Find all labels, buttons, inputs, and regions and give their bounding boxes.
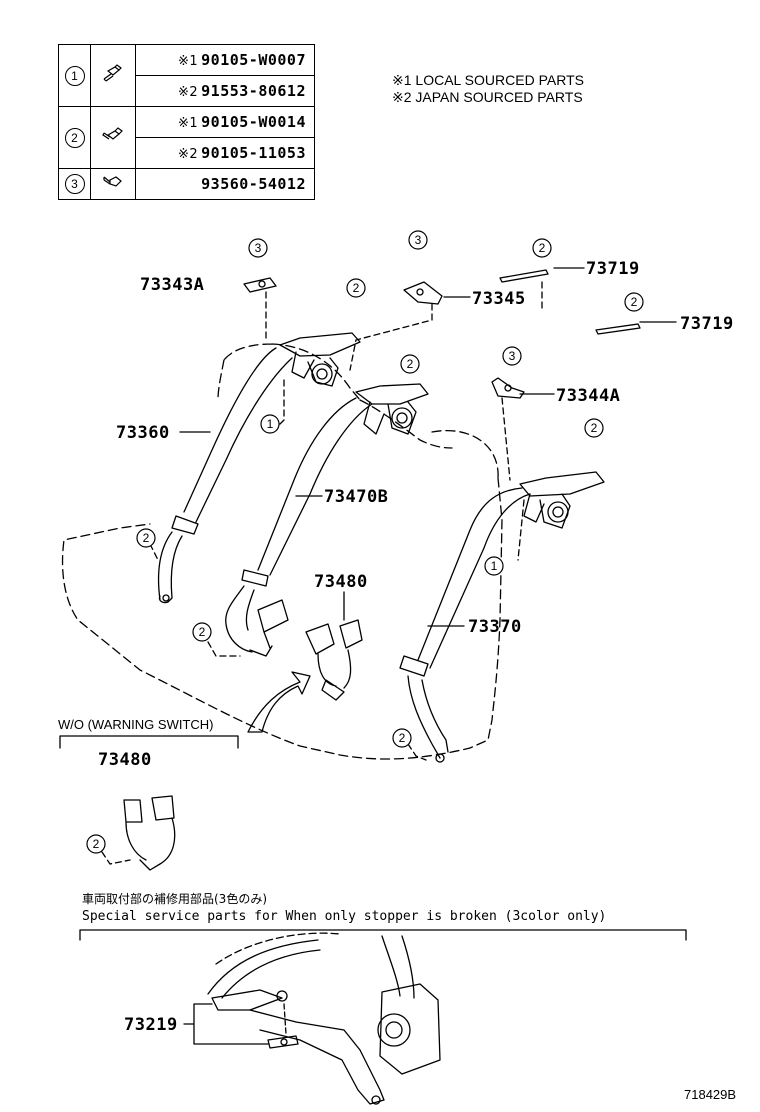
callout-2 (86, 834, 106, 854)
figure-id: 718429B (684, 1087, 737, 1102)
table-row: 3 93560-54012 (58, 168, 315, 200)
ref-1-badge: 1 (64, 65, 85, 86)
detail-belt (207, 939, 321, 999)
callout-label: 1 (491, 559, 498, 573)
wo-warning-switch-label: W/O (WARNING SWITCH) (58, 717, 214, 732)
callout-2 (624, 292, 644, 312)
callout-2 (136, 528, 156, 548)
note-local: ※1 LOCAL SOURCED PARTS (392, 72, 584, 88)
callout-label: 2 (591, 421, 598, 435)
callout-label: 2 (353, 281, 360, 295)
screw-icon (103, 175, 122, 187)
callout-2 (392, 728, 412, 748)
bracket-73344A (491, 377, 525, 399)
callout-3 (408, 230, 428, 250)
label-73360: 73360 (116, 423, 170, 443)
callout-2 (532, 238, 552, 258)
callout-label: 2 (93, 837, 100, 851)
plate-73719-a (499, 269, 549, 283)
bolt-icon (103, 64, 122, 82)
callout-1 (260, 414, 280, 434)
seat-outline (61, 343, 503, 760)
callout-1 (484, 556, 504, 576)
belt-73360 (183, 347, 293, 523)
label-73219: 73219 (124, 1015, 178, 1035)
label-73370: 73370 (468, 617, 522, 637)
belt-73370 (417, 487, 531, 669)
label-73480: 73480 (314, 572, 368, 592)
callout-label: 2 (199, 625, 206, 639)
label-73345: 73345 (472, 289, 526, 309)
callout-label: 3 (415, 233, 422, 247)
callout-label: 3 (509, 349, 516, 363)
retractor (279, 332, 361, 357)
callouts (86, 230, 644, 854)
callout-label: 3 (255, 241, 262, 255)
part-number: 93560-54012 (201, 175, 306, 193)
ref-2-badge: 2 (64, 127, 85, 148)
part-number: 91553-80612 (201, 82, 306, 100)
callout-2 (192, 622, 212, 642)
special-parts-jp: 車両取付部の補修用部品(3色のみ) (82, 892, 267, 906)
part-number: 90105-W0007 (201, 51, 306, 69)
callout-2 (400, 354, 420, 374)
ref-3-badge: 3 (64, 174, 85, 194)
callout-label: 2 (539, 241, 546, 255)
callout-3 (248, 238, 268, 258)
plate-73719-b (595, 323, 641, 335)
buckle-73480-wo (123, 795, 175, 823)
callout-2 (346, 278, 366, 298)
label-73480-wo: 73480 (98, 750, 152, 770)
callout-3 (502, 346, 522, 366)
bracket-73345 (403, 281, 443, 305)
label-73343A: 73343A (140, 275, 205, 295)
label-73470B: 73470B (324, 487, 389, 507)
belt-73470B (257, 397, 373, 576)
callout-label: 2 (143, 531, 150, 545)
label-73719: 73719 (586, 259, 640, 279)
sourcing-notes: ※1 LOCAL SOURCED PARTS ※2 JAPAN SOURCED … (392, 72, 584, 106)
label-73719: 73719 (680, 314, 734, 334)
bracket-73343A (243, 277, 277, 293)
special-parts-en: Special service parts for When only stop… (82, 909, 607, 924)
label-73344A: 73344A (556, 386, 621, 406)
bolt-icon (102, 127, 123, 140)
callout-label: 2 (631, 295, 638, 309)
part-number: 90105-11053 (201, 144, 306, 162)
note-japan: ※2 JAPAN SOURCED PARTS (392, 89, 583, 105)
part-number: 90105-W0014 (201, 113, 306, 131)
callout-label: 2 (399, 731, 406, 745)
callout-label: 1 (267, 417, 274, 431)
callout-label: 2 (407, 357, 414, 371)
buckle-73480 (305, 619, 363, 655)
callout-2 (584, 418, 604, 438)
